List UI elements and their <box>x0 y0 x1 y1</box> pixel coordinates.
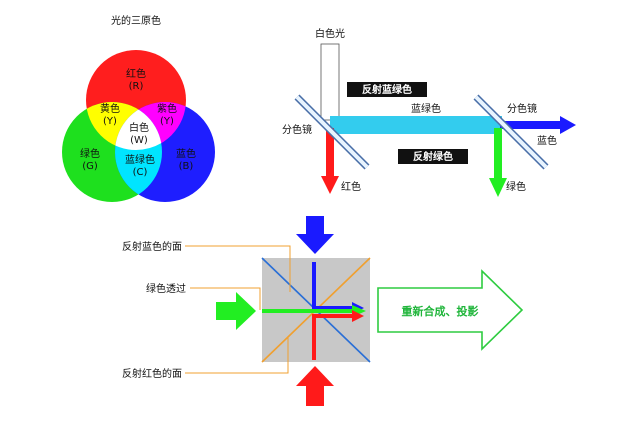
blue-internal-path <box>312 262 354 310</box>
reflect-green-box <box>398 149 468 164</box>
leader-green-pass <box>190 287 261 310</box>
blue-code: (B) <box>179 161 194 172</box>
yellow-name: 黄色 <box>100 102 120 115</box>
leader-red-face <box>185 337 289 374</box>
green-code: (G) <box>82 161 98 172</box>
green-input-shaft <box>216 302 238 320</box>
red-input-shaft <box>306 384 324 406</box>
rgb-venn <box>62 50 215 202</box>
blue-arrow-head <box>560 116 576 134</box>
recombine-arrow <box>377 269 524 351</box>
green-name: 绿色 <box>80 147 100 160</box>
green-arrow-head <box>489 178 507 197</box>
blue-beam <box>500 121 562 129</box>
red-internal-head <box>352 310 364 322</box>
blue-input-shaft <box>306 216 324 236</box>
green-input-head <box>236 292 256 330</box>
mirror-right-label: 分色镜 <box>507 102 537 115</box>
blue-out-label: 蓝色 <box>537 134 557 147</box>
blue-input-head <box>296 234 334 254</box>
blue-name: 蓝色 <box>176 147 196 160</box>
cyan-name: 蓝绿色 <box>125 153 155 166</box>
color-wheel-title: 光的三原色 <box>111 14 161 27</box>
leader-blue-face <box>185 245 291 292</box>
white-light-beam <box>320 43 340 121</box>
white-name: 白色 <box>129 121 149 134</box>
dichroic-mirror-left <box>294 94 370 170</box>
green-pass-label: 绿色透过 <box>146 282 186 295</box>
yellow-code: (Y) <box>103 116 117 127</box>
green-out-label: 绿色 <box>506 180 526 193</box>
reflect-blue-face-label: 反射蓝色的面 <box>122 240 182 253</box>
white-code: (W) <box>130 135 148 146</box>
reflect-blue-green-box <box>347 82 427 97</box>
red-arrow-head <box>321 176 339 194</box>
dichroic-mirror-right <box>473 94 549 170</box>
cyan-code: (C) <box>133 167 148 178</box>
red-name: 红色 <box>126 67 146 80</box>
reflect-blue-green-label: 反射蓝绿色 <box>362 83 412 96</box>
cyan-beam <box>330 116 502 134</box>
red-input-head <box>296 366 334 386</box>
magenta-name: 紫色 <box>157 102 177 115</box>
reflect-green-label: 反射绿色 <box>413 150 453 163</box>
green-beam <box>494 128 502 180</box>
reflect-red-face-label: 反射红色的面 <box>122 367 182 380</box>
magenta-code: (Y) <box>160 116 174 127</box>
white-light-label: 白色光 <box>315 27 345 40</box>
red-beam <box>326 128 334 178</box>
recombine-label: 重新合成、投影 <box>402 304 479 318</box>
white-center <box>115 102 162 150</box>
cyan-beam-label: 蓝绿色 <box>411 102 441 115</box>
red-out-label: 红色 <box>341 180 361 193</box>
red-internal-path <box>312 314 354 360</box>
red-code: (R) <box>129 81 144 92</box>
mirror-left-label: 分色镜 <box>282 123 312 136</box>
